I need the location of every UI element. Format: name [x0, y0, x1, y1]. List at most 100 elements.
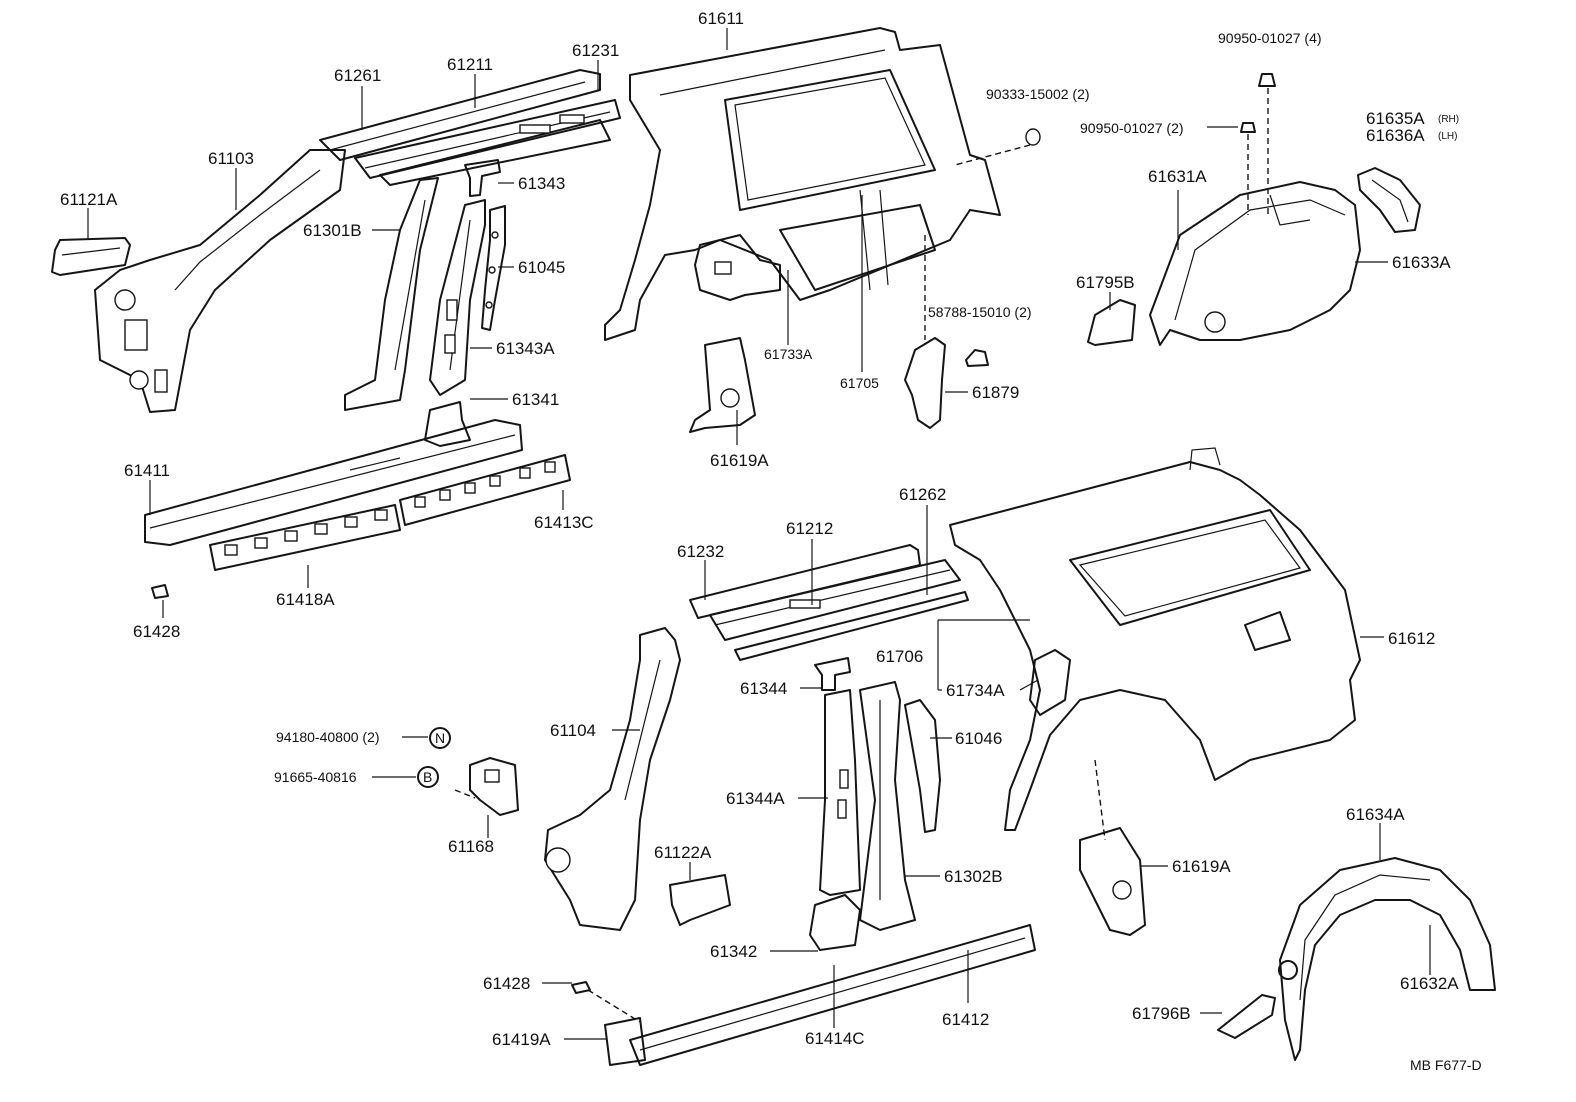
rocker-inner-61418A	[209, 504, 401, 571]
label-61635A: 61635A	[1366, 109, 1425, 128]
label-61343: 61343	[518, 174, 565, 193]
label-61632A: 61632A	[1400, 974, 1459, 993]
front-pillar-61104	[544, 627, 681, 931]
bolt-94180	[429, 727, 451, 749]
diagram-code: MB F677-D	[1410, 1057, 1482, 1073]
label-61301B: 61301B	[303, 221, 362, 240]
label-61733A: 61733A	[764, 346, 813, 362]
bracket-61879	[904, 337, 946, 429]
bracket-61168	[469, 757, 519, 816]
label-61262: 61262	[899, 485, 946, 504]
label-61344A: 61344A	[726, 789, 785, 808]
symbol-B: B	[423, 769, 432, 785]
label-61418A: 61418A	[276, 590, 335, 609]
label-61231: 61231	[572, 41, 619, 60]
label-61122A: 61122A	[654, 843, 712, 862]
extension-61619A-top	[689, 337, 756, 433]
bracket-61734A	[1029, 649, 1071, 716]
label-61633A: 61633A	[1392, 253, 1451, 272]
label-61795B: 61795B	[1076, 273, 1135, 292]
label-61636A: 61636A	[1366, 126, 1425, 145]
label-61232: 61232	[677, 542, 724, 561]
label-61104: 61104	[550, 721, 596, 740]
bracket-61343	[464, 159, 501, 197]
label-61611: 61611	[698, 9, 744, 28]
clip-58788	[965, 349, 989, 367]
quarter-panel-61612	[949, 447, 1361, 831]
bracket-61733A	[694, 234, 781, 301]
pillar-61302B	[859, 681, 916, 931]
clip-90333	[1025, 128, 1041, 146]
leader-lines	[87, 28, 1431, 1040]
center-pillar-61301B	[344, 177, 439, 411]
label-61636A-side: (LH)	[1438, 131, 1457, 142]
wheelhouse-outer-61631A	[1149, 181, 1361, 346]
label-90333: 90333-15002 (2)	[986, 86, 1090, 102]
plate-61428-top	[151, 584, 169, 599]
rocker-61412	[629, 924, 1036, 1066]
label-61344: 61344	[740, 679, 787, 698]
label-61879: 61879	[972, 383, 1019, 402]
reinforcement-61045	[481, 205, 506, 331]
bolt-91665	[417, 766, 439, 788]
label-61413C: 61413C	[534, 513, 594, 532]
label-61419A: 61419A	[492, 1030, 551, 1049]
rocker-panel-61411	[144, 419, 523, 546]
label-61046: 61046	[955, 729, 1002, 748]
label-61706: 61706	[876, 647, 923, 666]
label-61121A: 61121A	[60, 190, 118, 209]
label-61103: 61103	[208, 149, 254, 168]
label-61168: 61168	[448, 837, 494, 856]
label-61045: 61045	[518, 258, 565, 277]
plate-61428-bot	[571, 981, 591, 994]
bracket-61635A	[1357, 167, 1421, 233]
rocker-inner-61419A	[604, 1017, 646, 1066]
pillar-base-61342	[809, 894, 861, 951]
bracket-61796B	[1217, 994, 1276, 1039]
label-61634A: 61634A	[1346, 805, 1405, 824]
bracket-61121A	[51, 237, 131, 276]
label-61212: 61212	[786, 519, 833, 538]
label-91665: 91665-40816	[274, 769, 357, 785]
rocker-inner-61413C	[399, 454, 571, 526]
dashed-guides	[454, 88, 1269, 1023]
label-61342: 61342	[710, 942, 757, 961]
label-61612: 61612	[1388, 629, 1435, 648]
pillar-61344A	[819, 689, 861, 896]
label-61302B: 61302B	[944, 867, 1003, 886]
label-61428-bot: 61428	[483, 974, 530, 993]
roof-rail-assembly-top	[319, 69, 621, 186]
label-61411: 61411	[124, 461, 170, 480]
label-90950-2: 90950-01027 (2)	[1080, 120, 1184, 136]
label-94180: 94180-40800 (2)	[276, 729, 380, 745]
clip-90950-4	[1258, 73, 1276, 87]
roof-rail-assembly-bottom	[689, 544, 969, 661]
label-61705: 61705	[840, 375, 879, 391]
front-pillar-61103	[94, 149, 346, 413]
bracket-61795B	[1087, 299, 1136, 346]
label-61619A-top: 61619A	[710, 451, 769, 470]
clip-90950-2	[1240, 122, 1256, 133]
reinforcement-61046	[904, 699, 941, 833]
part-labels: 61611 61261 61211 61231 61103 61121A 613…	[60, 9, 1482, 1073]
label-61343A: 61343A	[496, 339, 555, 358]
wheelhouse-61632A	[1278, 857, 1496, 1061]
label-58788: 58788-15010 (2)	[928, 304, 1032, 320]
pillar-inner-61343A	[429, 199, 486, 396]
quarter-inner-61611	[604, 27, 1001, 341]
label-90950-4: 90950-01027 (4)	[1218, 30, 1322, 46]
bracket-61122A	[669, 874, 731, 926]
label-61414C: 61414C	[805, 1029, 865, 1048]
label-61341: 61341	[512, 390, 559, 409]
label-61261: 61261	[334, 66, 381, 85]
label-61412: 61412	[942, 1010, 989, 1029]
label-61428-top: 61428	[133, 622, 180, 641]
label-61619A-bot: 61619A	[1172, 857, 1231, 876]
label-61635A-side: (RH)	[1438, 114, 1459, 125]
label-61631A: 61631A	[1148, 167, 1207, 186]
pillar-base-61341	[424, 401, 471, 447]
label-61796B: 61796B	[1132, 1004, 1191, 1023]
extension-61619A-bot	[1079, 827, 1146, 936]
bracket-61344	[814, 657, 851, 691]
label-61211: 61211	[447, 55, 493, 74]
